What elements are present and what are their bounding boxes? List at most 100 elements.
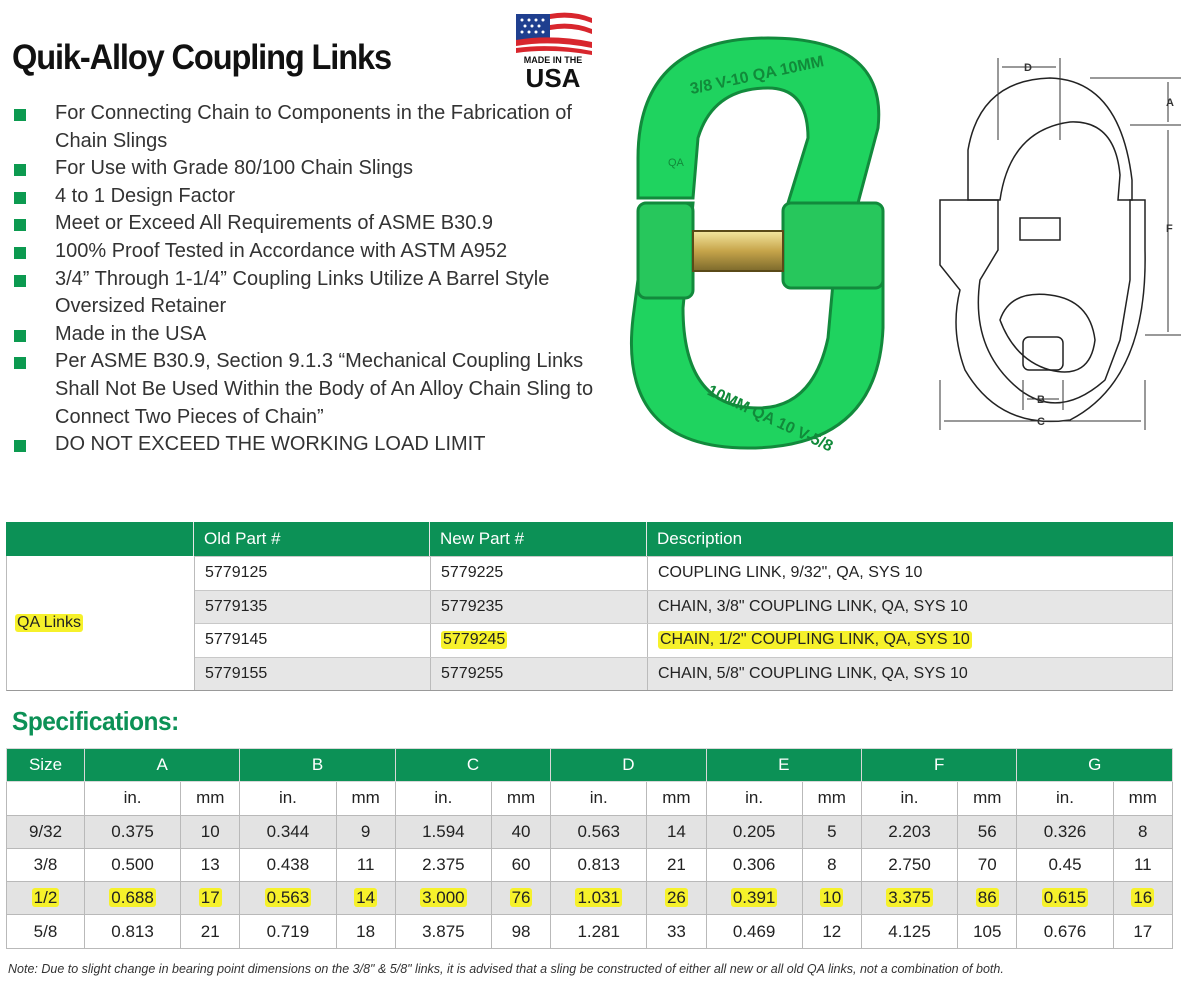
spec-value: 0.813 xyxy=(111,921,154,941)
spec-cell: 0.813 xyxy=(550,847,648,883)
spec-cell: 21 xyxy=(180,914,241,949)
unit-in: in. xyxy=(860,781,959,816)
unit-mm: mm xyxy=(490,781,552,816)
spec-value: 2.750 xyxy=(888,855,931,875)
new-part-cell: 5779225 xyxy=(431,557,648,590)
dimension-header: B xyxy=(239,747,396,783)
bullet-icon xyxy=(14,164,26,177)
spec-value: 21 xyxy=(666,855,686,875)
size-cell: 3/8 xyxy=(6,847,85,883)
feature-text: DO NOT EXCEED THE WORKING LOAD LIMIT xyxy=(55,433,486,456)
size-value: 1/2 xyxy=(31,888,60,908)
spec-value: 1.031 xyxy=(575,888,622,908)
spec-cell: 86 xyxy=(957,881,1018,916)
spec-cell: 2.750 xyxy=(860,847,959,883)
spec-value: 0.438 xyxy=(266,855,310,875)
spec-cell: 0.813 xyxy=(83,914,182,949)
spec-value: 1.594 xyxy=(422,821,465,841)
spec-cell: 1.281 xyxy=(550,914,648,949)
new-part-number: 5779245 xyxy=(441,631,508,650)
spec-cell: 5 xyxy=(801,814,862,849)
spec-cell: 70 xyxy=(957,847,1018,883)
description-text: CHAIN, 1/2" COUPLING LINK, QA, SYS 10 xyxy=(658,631,972,650)
spec-cell: 0.719 xyxy=(239,914,337,949)
footnote: Note: Due to slight change in bearing po… xyxy=(8,962,1004,976)
dimension-header: F xyxy=(860,747,1018,783)
group-label: QA Links xyxy=(15,614,84,632)
spec-value: 11 xyxy=(1133,855,1152,875)
spec-cell: 1.594 xyxy=(394,814,492,849)
feature-item: Per ASME B30.9, Section 9.1.3 “Mechanica… xyxy=(14,348,614,431)
spec-value: 16 xyxy=(1131,888,1155,908)
dimension-drawing: D A F B C xyxy=(939,58,1181,430)
unit-mm: mm xyxy=(801,781,862,816)
unit-mm: mm xyxy=(957,781,1018,816)
spec-cell: 0.469 xyxy=(705,914,803,949)
spec-value: 0.500 xyxy=(111,855,154,875)
spec-value: 0.344 xyxy=(266,821,310,841)
spec-value: 1.281 xyxy=(577,921,620,941)
spec-value: 9 xyxy=(360,821,371,841)
spec-value: 0.719 xyxy=(266,921,310,941)
spec-value: 0.688 xyxy=(109,888,156,908)
old-part-cell: 5779155 xyxy=(195,657,431,690)
spec-value: 3.875 xyxy=(422,921,465,941)
header-old-part: Old Part # xyxy=(194,522,430,556)
spec-cell: 60 xyxy=(490,847,552,883)
spec-value: 0.469 xyxy=(732,921,776,941)
made-in-usa-badge: MADE IN THE USA xyxy=(516,12,592,90)
size-header: Size xyxy=(6,747,85,783)
svg-text:C: C xyxy=(1037,416,1045,428)
new-part-number: 5779255 xyxy=(441,664,504,682)
parts-table: Old Part # New Part # Description QA Lin… xyxy=(6,522,1173,691)
spec-cell: 17 xyxy=(180,881,241,916)
spec-value: 56 xyxy=(977,821,997,841)
description-text: CHAIN, 3/8" COUPLING LINK, QA, SYS 10 xyxy=(658,597,968,615)
unit-mm: mm xyxy=(180,781,241,816)
feature-item: 100% Proof Tested in Accordance with AST… xyxy=(14,238,614,266)
size-value: 9/32 xyxy=(28,821,63,841)
spec-value: 3.000 xyxy=(420,888,467,908)
feature-text: Made in the USA xyxy=(55,322,207,345)
size-value: 3/8 xyxy=(33,855,58,875)
spec-cell: 3.875 xyxy=(394,914,492,949)
feature-item: For Use with Grade 80/100 Chain Slings xyxy=(14,155,614,183)
spec-value: 0.676 xyxy=(1043,921,1087,941)
svg-text:B: B xyxy=(1037,394,1045,406)
spec-cell: 26 xyxy=(646,881,707,916)
spec-cell: 9 xyxy=(335,814,396,849)
feature-text: For Use with Grade 80/100 Chain Slings xyxy=(55,157,413,180)
spec-cell: 8 xyxy=(1112,814,1174,849)
unit-in: in. xyxy=(1016,781,1114,816)
spec-value: 13 xyxy=(200,855,220,875)
spec-value: 8 xyxy=(827,855,837,875)
spec-value: 0.563 xyxy=(577,821,620,841)
spec-cell: 0.391 xyxy=(705,881,803,916)
bullet-icon xyxy=(14,440,26,453)
dimension-header: A xyxy=(83,747,241,783)
unit-mm: mm xyxy=(646,781,707,816)
spec-value: 76 xyxy=(509,888,533,908)
feature-text: Meet or Exceed All Requirements of ASME … xyxy=(55,212,493,235)
spec-value: 33 xyxy=(666,921,686,941)
old-part-cell: 5779145 xyxy=(195,624,431,657)
unit-in: in. xyxy=(83,781,182,816)
feature-text: 4 to 1 Design Factor xyxy=(55,184,236,207)
unit-in: in. xyxy=(550,781,648,816)
spec-value: 17 xyxy=(1133,921,1153,941)
feature-item: DO NOT EXCEED THE WORKING LOAD LIMIT xyxy=(14,431,614,459)
spec-cell: 3.000 xyxy=(394,881,492,916)
dimension-header: G xyxy=(1016,747,1173,783)
spec-cell: 0.438 xyxy=(239,847,337,883)
spec-value: 40 xyxy=(511,821,531,841)
spec-value: 3.375 xyxy=(886,888,933,908)
specifications-title: Specifications: xyxy=(12,706,179,736)
unit-spacer xyxy=(6,781,85,816)
feature-text: 3/4” Through 1-1/4” Coupling Links Utili… xyxy=(55,267,550,318)
spec-value: 26 xyxy=(664,888,688,908)
